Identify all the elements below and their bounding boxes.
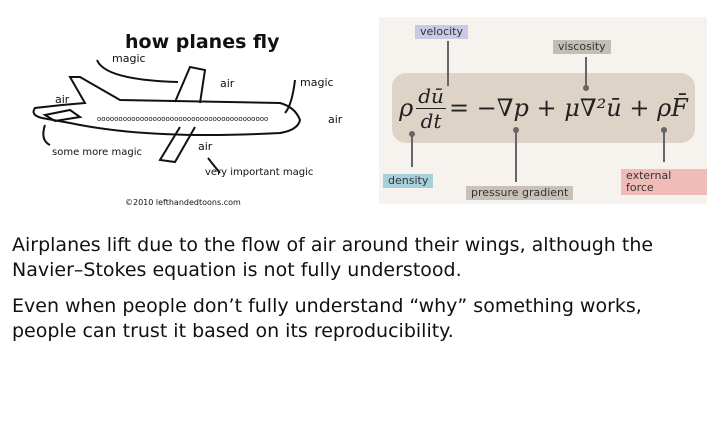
density-label: density [383,174,434,188]
viscosity-dot [583,85,589,91]
pressure-gradient-label: pressure gradient [466,186,574,200]
viscosity-label: viscosity [553,40,611,54]
label-air-4: air [198,140,213,153]
label-very-important-magic: very important magic [205,167,313,178]
equation-rhs: = −∇p + μ∇²ū + ρF̄ [448,94,688,122]
equation-box: ρ dū dt = −∇p + μ∇²ū + ρF̄ [392,73,695,143]
navier-stokes-panel: ρ dū dt = −∇p + μ∇²ū + ρF̄ velocity visc… [379,17,707,204]
pressure-arrow [515,130,517,182]
velocity-label: velocity [415,25,468,39]
how-planes-fly-cartoon: how planes fly ooooooooooooooooooooooooo… [30,15,360,210]
rho-symbol: ρ [399,94,414,122]
label-air-1: air [220,77,235,90]
density-arrow [411,134,413,167]
paragraph-airplane-lift: Airplanes lift due to the flow of air ar… [12,234,654,281]
label-magic-2: magic [300,76,334,89]
external-force-label: external force [621,169,707,195]
cartoon-credit: ©2010 lefthandedtoons.com [125,198,241,207]
label-some-more-magic: some more magic [52,147,142,158]
label-magic-1: magic [112,52,146,65]
derivative-fraction: dū dt [416,84,446,133]
paragraph-trust-reproducibility: Even when people don’t fully understand … [12,295,642,342]
numerator: dū [416,83,446,109]
label-air-2: air [328,113,343,126]
cartoon-title: how planes fly [125,31,280,53]
label-air-3: air [55,93,70,106]
viscosity-arrow [585,57,587,87]
navier-stokes-equation: ρ dū dt = −∇p + μ∇²ū + ρF̄ [392,73,695,143]
denominator: dt [420,108,442,133]
velocity-arrow [447,41,449,86]
svg-text:oooooooooooooooooooooooooooooo: oooooooooooooooooooooooooooooooooooooooo [97,115,268,123]
external-force-arrow [663,130,665,162]
